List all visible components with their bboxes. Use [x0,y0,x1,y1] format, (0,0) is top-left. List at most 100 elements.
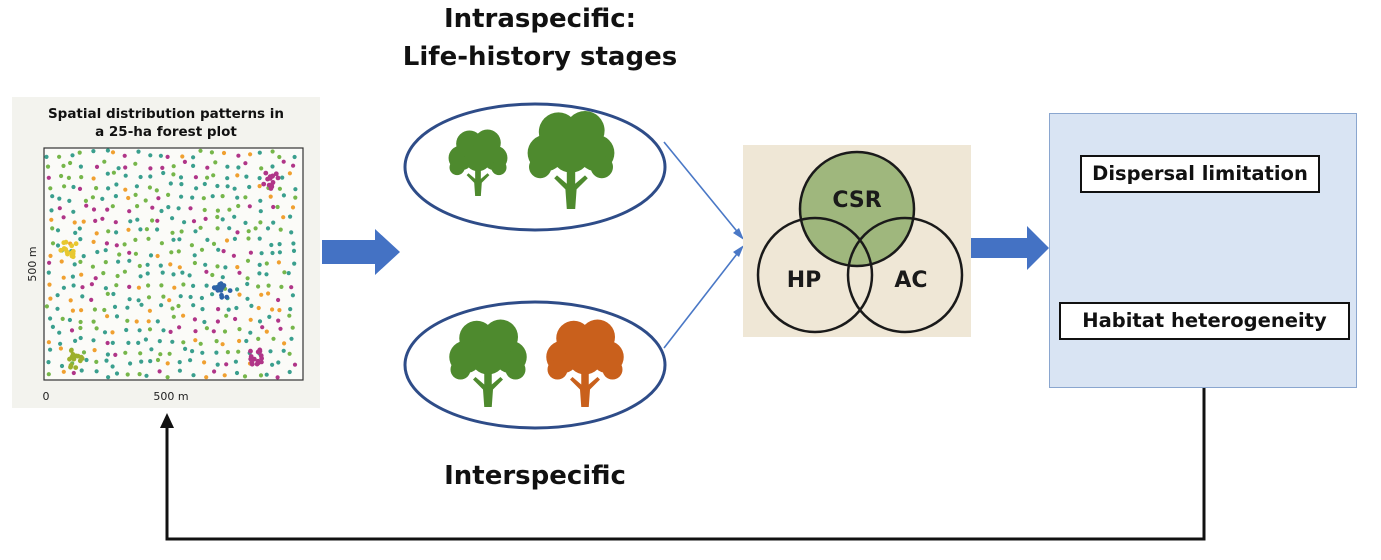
plot-dot [224,294,230,300]
plot-dot [258,373,264,378]
plot-dot [221,249,226,254]
plot-dot [105,148,110,153]
plot-dot [248,348,253,354]
plot-dot [277,242,282,247]
plot-dot [105,207,110,212]
venn-label-csr: CSR [832,188,881,213]
plot-dot [256,305,261,311]
plot-dot [68,348,74,353]
plot-dot [215,362,220,367]
plot-dot [92,348,97,353]
plot-dot [61,275,66,280]
plot-dot [91,207,97,212]
plot-dot [237,338,242,344]
plot-dot [242,374,248,379]
plot-dot [166,205,171,210]
plot-dot [154,188,159,193]
plot-dot [216,247,221,252]
plot-dot [61,163,66,168]
plot-dot [178,294,183,299]
plot-dot [105,171,110,176]
plot-dot [78,335,83,341]
plot-dot [204,283,209,288]
plot-dot [161,294,166,299]
plot-dot [171,237,176,242]
plot-dot [176,206,181,211]
plot-dot [110,340,115,345]
plot-dot [270,149,275,154]
plot-dot [268,194,273,199]
plot-dot [277,186,282,191]
plot-dot [146,319,151,324]
venn-label-ac: AC [894,268,927,293]
plot-dot [117,252,122,257]
plot-dot [136,340,141,345]
plot-dot [224,362,229,367]
connector-bottom-head [733,245,744,257]
plot-dot [191,219,197,224]
plot-dot [257,262,262,267]
plot-dot [237,327,242,332]
plot-dot [106,186,111,191]
plot-dot [275,204,280,210]
plot-dot [257,184,262,189]
plot-dot [248,356,254,362]
plot-dot [90,195,95,200]
plot-dot [55,293,60,298]
plot-dot [251,356,257,362]
plot-dot [148,166,153,171]
plot-dot [57,206,62,211]
plot-dot [221,150,227,156]
plot-dot [180,270,185,275]
plot-dot [267,314,272,319]
plot-dot [191,303,196,308]
factor-dispersal: Dispersal limitation [1080,155,1320,193]
plot-dot [148,153,153,158]
plot-dot [192,253,197,258]
plot-dot [236,349,241,354]
plot-dot [148,359,153,364]
plot-dot [48,186,53,191]
plot-dot [49,217,54,222]
plot-dot [137,328,142,333]
plot-dot [95,249,100,255]
plot-dot [267,174,273,180]
plot-dot [60,316,65,321]
plot-dot [146,236,151,241]
plot-dot [122,153,127,158]
plot-dot [102,307,107,313]
plot-dot [270,250,275,256]
plot-dot [155,218,160,223]
plot-dot [89,297,94,302]
plot-dot [94,359,99,364]
plot-dot [236,203,241,209]
arrow-right-icon [322,229,400,275]
plot-dot [128,219,133,224]
plot-dot [49,208,54,213]
plot-dot [160,270,165,275]
plot-dot [181,282,186,287]
plot-dot [63,247,69,252]
plot-dot [249,303,254,308]
plot-dot [58,341,63,346]
plot-dot [57,196,62,201]
plot-dot [46,340,52,345]
plot-dot [236,153,241,158]
plot-dot [61,215,66,220]
plot-dot [147,185,152,190]
plot-dot [78,237,83,242]
plot-dot [114,182,119,187]
plot-dot [220,194,225,199]
plot-dot [178,175,184,180]
plot-dot [244,174,249,179]
plot-dot [128,361,133,366]
plot-dot [127,297,132,302]
plot-dot [275,375,280,380]
plot-dot [127,258,132,263]
plot-dot [243,195,248,200]
plot-dot [50,194,55,199]
plot-dot [71,209,76,214]
plot-dot [158,263,163,268]
plot-dot [114,314,120,319]
plot-dot [281,215,286,220]
